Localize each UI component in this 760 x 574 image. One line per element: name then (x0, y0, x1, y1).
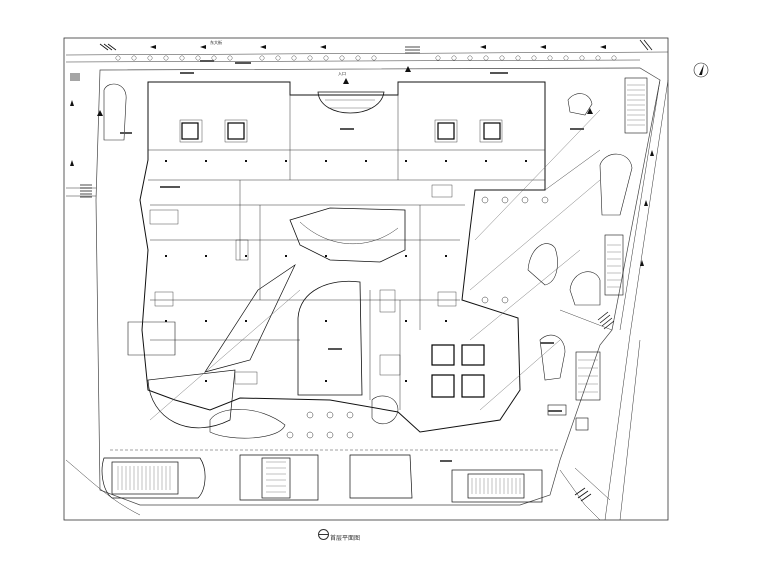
drawing-caption: 首层平面图 (330, 535, 361, 542)
structural-columns (165, 160, 527, 382)
east-boundary-edge (544, 149, 613, 331)
street-trees (115, 55, 617, 61)
service-cores (181, 122, 501, 398)
round-plaza (147, 369, 236, 429)
east-plaza-paving (149, 109, 601, 421)
parking-shelters (547, 77, 648, 431)
plaza-trees (286, 196, 549, 439)
site-boundary (95, 67, 661, 506)
south-pavilions (101, 454, 543, 503)
road-arrows (70, 45, 654, 266)
top-road-label: 东大街 (210, 40, 222, 45)
central-atrium (289, 207, 406, 263)
parking-stripes (578, 84, 645, 393)
stairs (149, 119, 503, 385)
interior-walls (148, 82, 545, 410)
roads (65, 51, 669, 521)
caption-symbol (318, 529, 329, 540)
north-atrium (317, 91, 385, 114)
landscape-islands (103, 83, 633, 439)
drawing-frame (63, 37, 669, 521)
pavilion-stripes (117, 461, 521, 494)
room-tags (120, 60, 584, 462)
diagonal-corridor (204, 263, 296, 373)
entrance-markers (97, 66, 593, 116)
north-arrow-icon (693, 62, 709, 78)
north-entrance-label: 入口 (338, 71, 346, 76)
crosswalks (70, 39, 653, 502)
curved-mall-wall (297, 280, 363, 396)
atrium-curve (299, 221, 399, 245)
